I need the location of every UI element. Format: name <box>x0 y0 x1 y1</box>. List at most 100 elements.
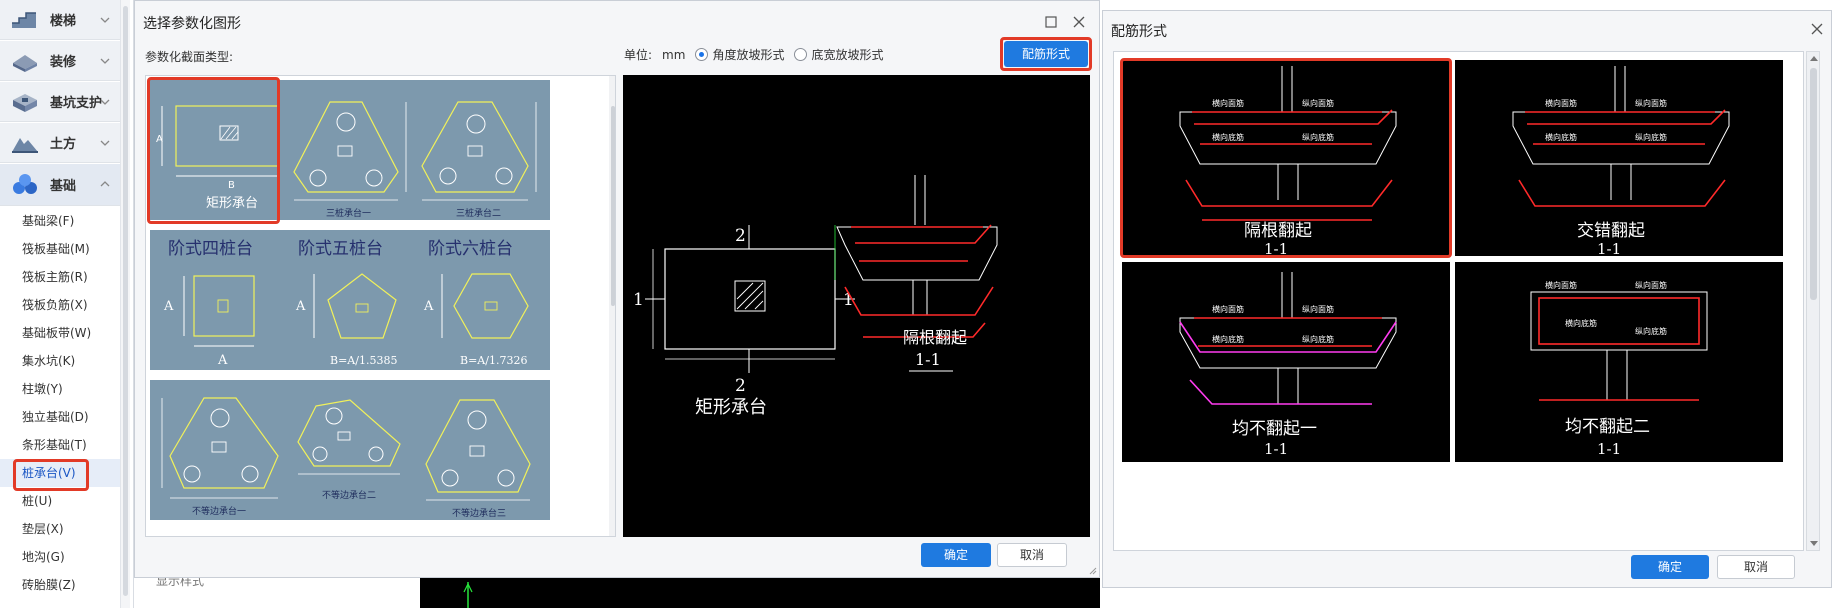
sidebar-item-foundation-beam[interactable]: 基础梁(F) <box>22 214 75 228</box>
option-mark: 1-1 <box>1264 240 1288 256</box>
thumb-caption: 三桩承台一 <box>326 207 371 219</box>
category-pit-support[interactable]: 基坑支护 <box>0 82 120 122</box>
thumb-three-pile-1[interactable]: 三桩承台一 <box>280 80 420 220</box>
sidebar-item-cushion[interactable]: 垫层(X) <box>22 522 64 536</box>
option-caption: 交错翻起 <box>1577 221 1645 241</box>
thumb-unequal-cap-2[interactable]: 不等边承台二 <box>280 380 420 520</box>
sidebar-item-raft-negative-rebar[interactable]: 筏板负筋(X) <box>22 298 88 312</box>
chevron-down-icon <box>100 99 110 105</box>
thumb-stepped-six-pile[interactable]: 阶式六桩台 A B=A/1.7326 <box>410 230 550 370</box>
close-icon[interactable] <box>1809 21 1825 37</box>
thumb-unequal-cap-3[interactable]: 不等边承台三 <box>410 380 550 520</box>
scroll-thumb[interactable] <box>1810 68 1817 300</box>
category-label: 装修 <box>50 55 77 70</box>
ok-button[interactable]: 确定 <box>921 543 991 567</box>
thumb-caption: 三桩承台二 <box>456 207 501 219</box>
sidebar-item-pile-cap[interactable]: 桩承台(V) <box>0 459 120 487</box>
thumb-caption: 阶式六桩台 <box>428 239 513 259</box>
category-decoration[interactable]: 装修 <box>0 41 120 81</box>
rebar-label: 横向底筋 <box>1565 318 1597 328</box>
rebar-form-dialog: 配筋形式 横向面筋 纵向面筋 横向底筋 纵向底筋 隔根翻起 1-1 <box>1102 10 1832 588</box>
close-icon[interactable] <box>1071 14 1087 30</box>
sidebar-item-foundation-strip[interactable]: 基础板带(W) <box>22 326 92 340</box>
thumbnail-scrollbar[interactable] <box>609 76 615 536</box>
sidebar-item-strip-footing[interactable]: 条形基础(T) <box>22 438 87 452</box>
section-caption: 隔根翻起 <box>903 328 967 347</box>
parametric-shape-dialog: 选择参数化图形 参数化截面类型: 单位: mm 角度放坡形式 底宽放坡形式 配筋… <box>134 0 1100 578</box>
decoration-icon <box>13 54 37 72</box>
option-scrollbar[interactable] <box>1806 51 1820 551</box>
thumb-rect-cap[interactable]: A B 矩形承台 <box>150 80 290 220</box>
dim-b: B <box>228 180 235 191</box>
category-foundation[interactable]: 基础 <box>0 164 120 206</box>
chevron-down-icon <box>100 58 110 64</box>
sidebar-scrollbar[interactable] <box>120 0 130 608</box>
option-mark: 1-1 <box>1597 240 1621 256</box>
dim-a: A <box>295 299 306 314</box>
rebar-label: 纵向面筋 <box>1635 98 1667 108</box>
rebar-option-no-bend-1[interactable]: 横向面筋 纵向面筋 横向底筋 纵向底筋 均不翻起一 1-1 <box>1122 262 1450 462</box>
sidebar-item-sump-pit[interactable]: 集水坑(K) <box>22 354 76 368</box>
sidebar-item-isolated-footing[interactable]: 独立基础(D) <box>22 410 89 424</box>
resize-grip-icon[interactable] <box>1087 565 1097 575</box>
category-label: 土方 <box>50 137 77 152</box>
sidebar-item-pile[interactable]: 桩(U) <box>22 494 53 508</box>
component-tree-sidebar: 楼梯 装修 基坑支护 土方 基础 基础梁(F) 筏板基础(M) 筏板主筋(R) … <box>0 0 134 608</box>
rebar-option-staggered-bend[interactable]: 横向面筋 纵向面筋 横向底筋 纵向底筋 交错翻起 1-1 <box>1455 60 1783 258</box>
angle-slope-label[interactable]: 角度放坡形式 <box>712 48 785 62</box>
thumb-unequal-cap-1[interactable]: 不等边承台一 <box>150 380 290 520</box>
section-type-label: 参数化截面类型: <box>145 50 234 64</box>
rebar-label: 纵向面筋 <box>1302 304 1334 314</box>
category-earthwork[interactable]: 土方 <box>0 123 120 163</box>
dim-a: A <box>217 353 228 368</box>
scroll-up-icon[interactable] <box>1810 56 1818 61</box>
rebar-option-alternate-bend[interactable]: 横向面筋 纵向面筋 横向底筋 纵向底筋 隔根翻起 1-1 <box>1122 60 1450 258</box>
dialog-title: 选择参数化图形 <box>143 16 241 32</box>
option-3-drawing: 横向面筋 纵向面筋 横向底筋 纵向底筋 均不翻起一 1-1 <box>1179 272 1397 458</box>
sidebar-item-trench[interactable]: 地沟(G) <box>22 550 65 564</box>
thumb-caption: 矩形承台 <box>206 196 258 211</box>
rebar-label: 横向底筋 <box>1212 132 1244 142</box>
ok-button[interactable]: 确定 <box>1631 555 1709 579</box>
option-4-drawing: 横向面筋 纵向面筋 横向底筋 纵向底筋 均不翻起二 1-1 <box>1530 280 1708 458</box>
sidebar-item-raft-foundation[interactable]: 筏板基础(M) <box>22 242 90 256</box>
section-mark: 2 <box>735 376 746 396</box>
dim-b: B=A/1.7326 <box>460 354 527 367</box>
rebar-label: 横向底筋 <box>1212 334 1244 344</box>
rebar-label: 横向底筋 <box>1545 132 1577 142</box>
rect-cap-drawing: A B 矩形承台 <box>156 105 289 211</box>
cancel-button[interactable]: 取消 <box>997 543 1067 567</box>
option-1-drawing: 横向面筋 纵向面筋 横向底筋 纵向底筋 隔根翻起 1-1 <box>1179 66 1397 258</box>
dim-a: A <box>156 134 163 145</box>
dim-a: A <box>423 299 434 314</box>
sidebar-item-brick-mold[interactable]: 砖胎膜(Z) <box>22 578 76 592</box>
dim-b: B=A/1.5385 <box>330 354 397 367</box>
sidebar-item-column-pier[interactable]: 柱墩(Y) <box>22 382 63 396</box>
thumb-stepped-five-pile[interactable]: 阶式五桩台 A B=A/1.5385 <box>280 230 420 370</box>
option-caption: 隔根翻起 <box>1244 221 1312 241</box>
stepped-six-pile-drawing: 阶式六桩台 A B=A/1.7326 <box>423 239 529 367</box>
option-caption: 均不翻起一 <box>1232 419 1317 439</box>
thumb-stepped-four-pile[interactable]: 阶式四桩台 A A <box>150 230 290 370</box>
rebar-form-button[interactable]: 配筋形式 <box>1004 41 1088 67</box>
cancel-button[interactable]: 取消 <box>1717 555 1795 579</box>
angle-slope-radio[interactable] <box>695 48 709 61</box>
thumb-caption: 不等边承台三 <box>452 507 506 519</box>
scroll-down-icon[interactable] <box>1810 541 1818 546</box>
stepped-four-pile-drawing: 阶式四桩台 A A <box>163 239 255 368</box>
rebar-label: 横向面筋 <box>1545 280 1577 290</box>
thumb-three-pile-2[interactable]: 三桩承台二 <box>410 80 550 220</box>
dim-a: A <box>163 299 174 314</box>
rebar-option-no-bend-2[interactable]: 横向面筋 纵向面筋 横向底筋 纵向底筋 均不翻起二 1-1 <box>1455 262 1783 462</box>
bottom-width-label[interactable]: 底宽放坡形式 <box>811 48 884 62</box>
maximize-icon[interactable] <box>1043 14 1059 30</box>
rebar-label: 横向面筋 <box>1212 304 1244 314</box>
thumb-caption: 不等边承台一 <box>192 505 246 517</box>
category-stairs[interactable]: 楼梯 <box>0 0 120 40</box>
bottom-width-radio[interactable] <box>794 48 808 61</box>
stairs-icon <box>12 11 36 28</box>
unit-label: 单位: <box>624 48 653 62</box>
sidebar-item-raft-main-rebar[interactable]: 筏板主筋(R) <box>22 270 88 284</box>
plan-caption: 矩形承台 <box>695 397 767 418</box>
rebar-label: 纵向面筋 <box>1302 98 1334 108</box>
